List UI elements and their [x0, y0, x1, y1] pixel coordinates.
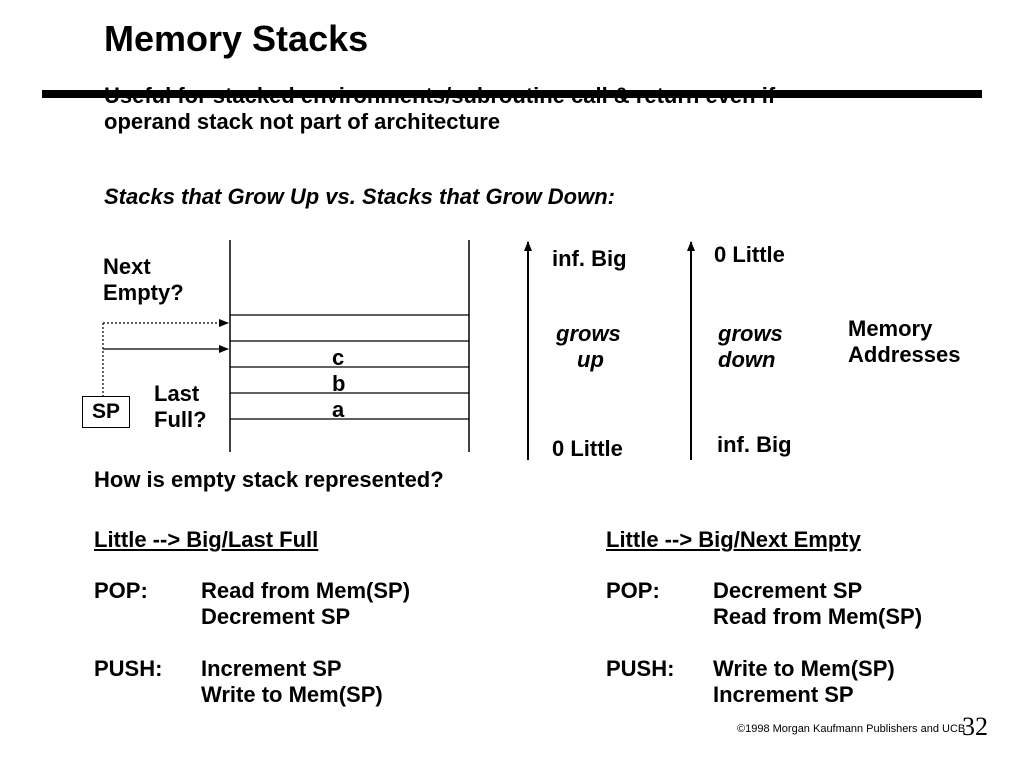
stack-item-a: a — [332, 397, 345, 422]
left-heading: Little --> Big/Last Full — [94, 527, 319, 552]
right-heading: Little --> Big/Next Empty — [606, 527, 861, 552]
left-push-step-1: Increment SP — [201, 656, 342, 681]
grows-up-bottom-label: 0 Little — [552, 436, 623, 461]
next-empty-label: Next — [103, 254, 151, 279]
right-pop-step-2: Read from Mem(SP) — [713, 604, 923, 629]
left-push-step-2: Write to Mem(SP) — [201, 682, 383, 707]
grows-down-top-label: 0 Little — [714, 242, 785, 267]
grows-up-label-1: grows — [556, 321, 621, 346]
left-pop-step-1: Read from Mem(SP) — [201, 578, 411, 603]
stack-item-c: c — [332, 345, 345, 370]
empty-stack-question: How is empty stack represented? — [94, 467, 444, 492]
memory-addresses-label: Memory — [848, 316, 933, 341]
left-pop-label: POP: — [94, 578, 148, 603]
last-full-label: Last — [154, 381, 200, 406]
right-push-step-2: Increment SP — [713, 682, 854, 707]
right-pop-step-1: Decrement SP — [713, 578, 863, 603]
right-pop-label: POP: — [606, 578, 660, 603]
grows-down-label-2: down — [718, 347, 776, 372]
left-push-label: PUSH: — [94, 656, 163, 681]
copyright-footer: ©1998 Morgan Kaufmann Publishers and UCB — [737, 723, 966, 735]
sp-register-box: SP — [82, 396, 130, 428]
grows-up-label-2: up — [577, 347, 604, 372]
title-rule — [42, 90, 982, 98]
last-full-label-2: Full? — [154, 407, 207, 432]
page-title: Memory Stacks — [104, 18, 369, 59]
next-empty-label-2: Empty? — [103, 280, 184, 305]
stack-item-b: b — [332, 371, 346, 396]
grows-down-label-1: grows — [718, 321, 783, 346]
memory-addresses-label-2: Addresses — [848, 342, 961, 367]
right-push-step-1: Write to Mem(SP) — [713, 656, 895, 681]
grows-down-bottom-label: inf. Big — [717, 432, 792, 457]
left-pop-step-2: Decrement SP — [201, 604, 351, 629]
page-number: 32 — [962, 712, 988, 741]
subtitle-line-2: operand stack not part of architecture — [104, 109, 501, 134]
right-push-label: PUSH: — [606, 656, 675, 681]
grows-up-top-label: inf. Big — [552, 246, 627, 271]
section-question: Stacks that Grow Up vs. Stacks that Grow… — [104, 184, 615, 209]
